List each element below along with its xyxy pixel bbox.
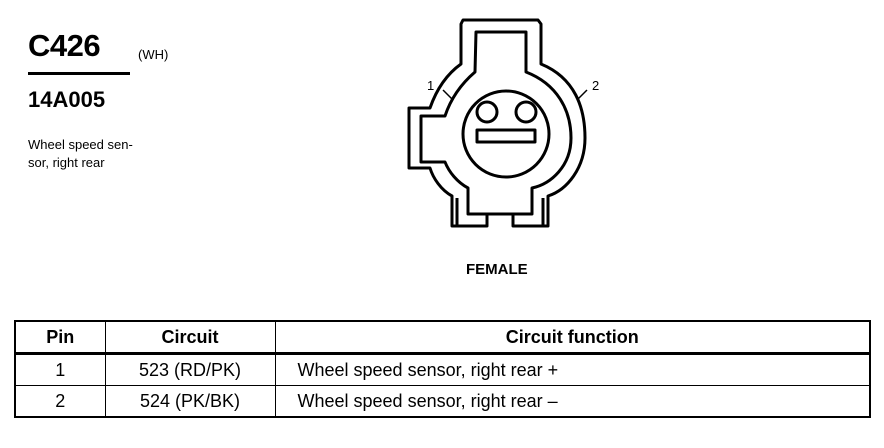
header-pin: Pin [14,320,106,355]
table-row: 1 523 (RD/PK) Wheel speed sensor, right … [14,353,871,386]
terminal-2-icon [514,100,538,124]
connector-gender: FEMALE [466,261,528,278]
connector-housing-inner [419,30,573,216]
pinout-table: Pin Circuit Circuit function 1 523 (RD/P… [14,320,871,418]
connector-cavity [461,89,551,179]
table-row: 2 524 (PK/BK) Wheel speed sensor, right … [14,385,871,418]
cell-circuit: 523 (RD/PK) [104,353,276,386]
terminal-1-icon [475,100,499,124]
description-line: sor, right rear [28,155,105,170]
header-circuit-function: Circuit function [274,320,871,355]
cell-function: Wheel speed sensor, right rear – [274,385,871,418]
title-underline [28,72,130,75]
pin-2-leader [576,89,588,101]
connector-face-diagram [407,18,588,228]
cell-pin: 2 [14,385,106,418]
pin-1-leader [442,89,454,101]
polarizing-key-icon [475,128,537,144]
connector-housing-outline [407,18,587,228]
cell-pin: 1 [14,353,106,386]
cell-circuit: 524 (PK/BK) [104,385,276,418]
connector-description: Wheel speed sen- sor, right rear [28,136,178,172]
cell-function: Wheel speed sensor, right rear + [274,353,871,386]
table-header-row: Pin Circuit Circuit function [14,320,871,355]
connector-color: (WH) [138,47,169,62]
part-number: 14A005 [28,87,106,112]
description-line: Wheel speed sen- [28,137,133,152]
connector-id: C426 [28,28,101,63]
header-circuit: Circuit [104,320,276,355]
pin-label-1: 1 [427,78,435,93]
pin-label-2: 2 [592,78,600,93]
